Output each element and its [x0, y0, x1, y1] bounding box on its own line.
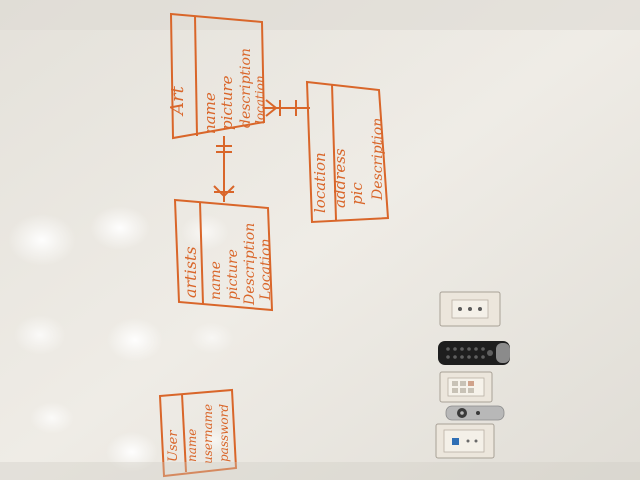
- silver-remote: [445, 405, 505, 421]
- artists-field-description: Description: [242, 223, 258, 306]
- tv-remote: [438, 341, 510, 365]
- user-title: User: [166, 430, 181, 462]
- art-field-picture: picture: [218, 75, 236, 130]
- art-field-name: name: [201, 92, 219, 134]
- artists-title: artists: [181, 246, 200, 298]
- art-title: Art: [167, 85, 188, 117]
- light-reflections: [8, 206, 234, 472]
- user-field-name: name: [185, 429, 199, 462]
- user-entity: [158, 388, 238, 478]
- relationship-art-artists: [213, 136, 235, 202]
- location-entity: [305, 80, 390, 224]
- artists-field-location: Location: [258, 239, 274, 301]
- art-field-description: description: [238, 48, 254, 128]
- art-entity: [169, 12, 266, 140]
- light-switch-panel: [439, 371, 493, 403]
- art-field-location: location: [253, 75, 267, 124]
- relationship-art-location: [264, 99, 310, 117]
- control-plate: [435, 423, 495, 459]
- location-title: location: [311, 152, 329, 213]
- wall-plate: [439, 291, 501, 327]
- location-field-pic: pic: [348, 182, 366, 205]
- location-field-address: address: [331, 148, 349, 208]
- location-field-description: Description: [370, 118, 386, 201]
- artists-field-name: name: [208, 261, 224, 300]
- user-field-username: username: [201, 404, 215, 464]
- artists-entity: [173, 198, 274, 312]
- artists-field-picture: picture: [225, 249, 241, 300]
- user-field-password: password: [217, 404, 231, 462]
